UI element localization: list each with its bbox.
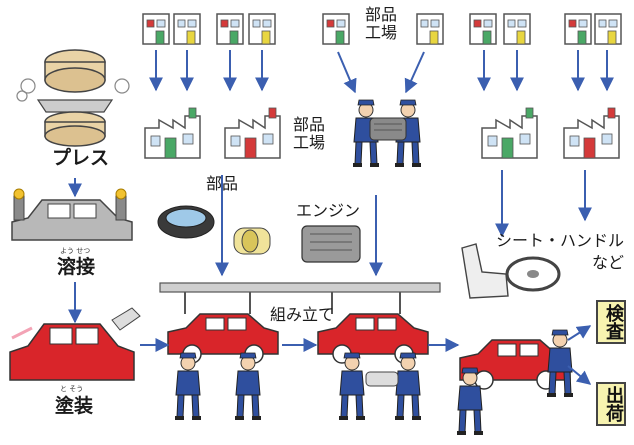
parts-factory-workers <box>353 100 421 167</box>
seat-handle-label: シート・ハンドル <box>496 232 624 250</box>
parts-factory-label: 部品工場 <box>290 116 328 151</box>
seat-handle-items <box>462 244 559 298</box>
welding-station <box>12 189 132 240</box>
parts-factory-label-top: 部品工場 <box>362 6 400 41</box>
press-machine <box>17 50 129 146</box>
engine-item <box>302 226 360 262</box>
assembly-label: 組み立て <box>270 306 334 324</box>
parts-label: 部品 <box>206 175 238 193</box>
inspection-sign: 検査 <box>596 300 626 344</box>
press-label: プレス <box>52 148 109 169</box>
welding-label: 溶接 <box>57 257 95 278</box>
painting-label: 塗装 <box>55 396 93 417</box>
engine-label: エンジン <box>296 202 360 220</box>
painting-ruby: と そう <box>60 386 83 394</box>
welding-ruby: よう せつ <box>60 248 90 256</box>
parts-items <box>158 206 270 254</box>
etc-label: など <box>592 254 624 272</box>
supply-arrows <box>156 50 607 92</box>
shipping-sign: 出荷 <box>596 382 626 426</box>
